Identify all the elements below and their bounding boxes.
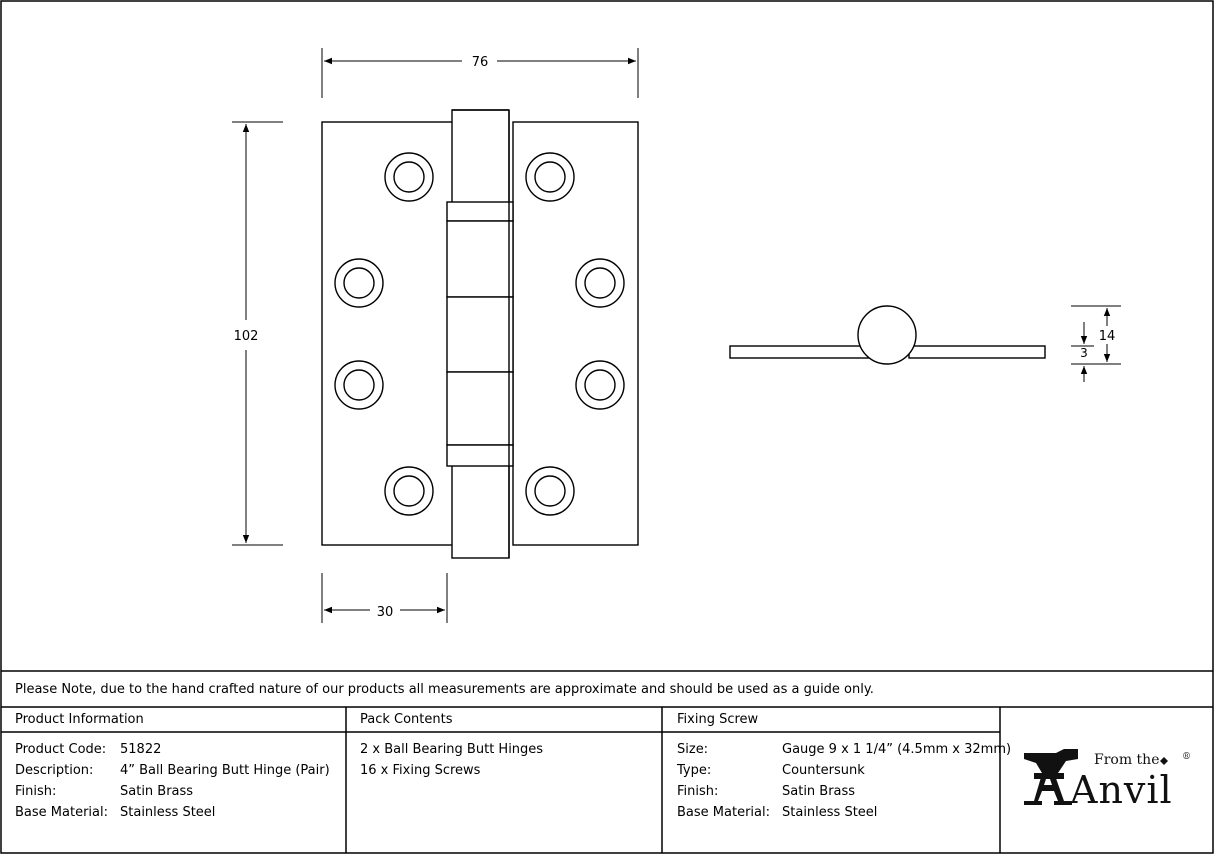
- dimension-width-label: 76: [472, 55, 489, 70]
- screw-size-label: Size:: [677, 742, 709, 757]
- logo-tagline: From the: [1094, 752, 1160, 768]
- dimension-side-leaf-label: 3: [1080, 346, 1088, 360]
- base-material-value: Stainless Steel: [120, 805, 216, 820]
- pack-contents-item: 2 x Ball Bearing Butt Hinges: [360, 742, 544, 757]
- screw-hole: [525, 466, 575, 516]
- hinge-knuckle-segment: [446, 371, 514, 446]
- anvil-icon: [1024, 749, 1078, 805]
- product-code-label: Product Code:: [15, 742, 107, 757]
- screw-finish-label: Finish:: [677, 784, 719, 799]
- dimension-height-label: 102: [234, 329, 259, 344]
- registered-mark: ®: [1182, 752, 1191, 762]
- side-leaf-left: [729, 345, 871, 359]
- hinge-left-leaf: [321, 121, 458, 546]
- hinge-knuckle-segment: [446, 296, 514, 373]
- pack-contents-item: 16 x Fixing Screws: [360, 763, 481, 778]
- base-material-label: Base Material:: [15, 805, 108, 820]
- screw-type-value: Countersunk: [782, 763, 865, 778]
- diamond-icon: [1160, 757, 1168, 765]
- dimension-knuckle-offset: [321, 573, 448, 623]
- screw-hole: [575, 258, 625, 308]
- hinge-knuckle-segment: [446, 201, 514, 222]
- screw-hole: [384, 466, 434, 516]
- hinge-front-view: [321, 109, 639, 559]
- description-value: 4” Ball Bearing Butt Hinge (Pair): [120, 763, 330, 778]
- side-knuckle: [857, 305, 917, 365]
- dimension-knuckle-offset-label: 30: [377, 605, 394, 620]
- screw-size-value: Gauge 9 x 1 1/4” (4.5mm x 32mm): [782, 742, 1012, 757]
- dimension-width: [321, 48, 639, 98]
- from-the-anvil-logo: From the ® Anvil: [1024, 749, 1191, 810]
- disclaimer-note: Please Note, due to the hand crafted nat…: [15, 682, 874, 697]
- hinge-knuckle-segment: [446, 220, 514, 298]
- screw-hole: [334, 258, 384, 308]
- screw-type-label: Type:: [677, 763, 712, 778]
- screw-hole: [575, 360, 625, 410]
- product-info-title: Product Information: [15, 712, 144, 727]
- screw-finish-value: Satin Brass: [782, 784, 856, 799]
- pack-contents-title: Pack Contents: [360, 712, 453, 727]
- screw-hole: [384, 152, 434, 202]
- screw-hole: [525, 152, 575, 202]
- side-leaf-right: [908, 345, 1046, 359]
- hinge-knuckle-segment: [446, 444, 514, 467]
- finish-label: Finish:: [15, 784, 57, 799]
- hinge-right-leaf: [512, 121, 639, 546]
- logo-brand: Anvil: [1069, 768, 1173, 810]
- product-code-value: 51822: [120, 742, 162, 757]
- dimension-height: [232, 121, 283, 546]
- fixing-screw-title: Fixing Screw: [677, 712, 759, 727]
- dimension-side: [1071, 305, 1121, 382]
- dimension-side-total-label: 14: [1099, 329, 1116, 344]
- hinge-side-view: [729, 305, 1046, 365]
- screw-hole: [334, 360, 384, 410]
- description-label: Description:: [15, 763, 94, 778]
- screw-base-material-value: Stainless Steel: [782, 805, 878, 820]
- finish-value: Satin Brass: [120, 784, 194, 799]
- screw-base-material-label: Base Material:: [677, 805, 770, 820]
